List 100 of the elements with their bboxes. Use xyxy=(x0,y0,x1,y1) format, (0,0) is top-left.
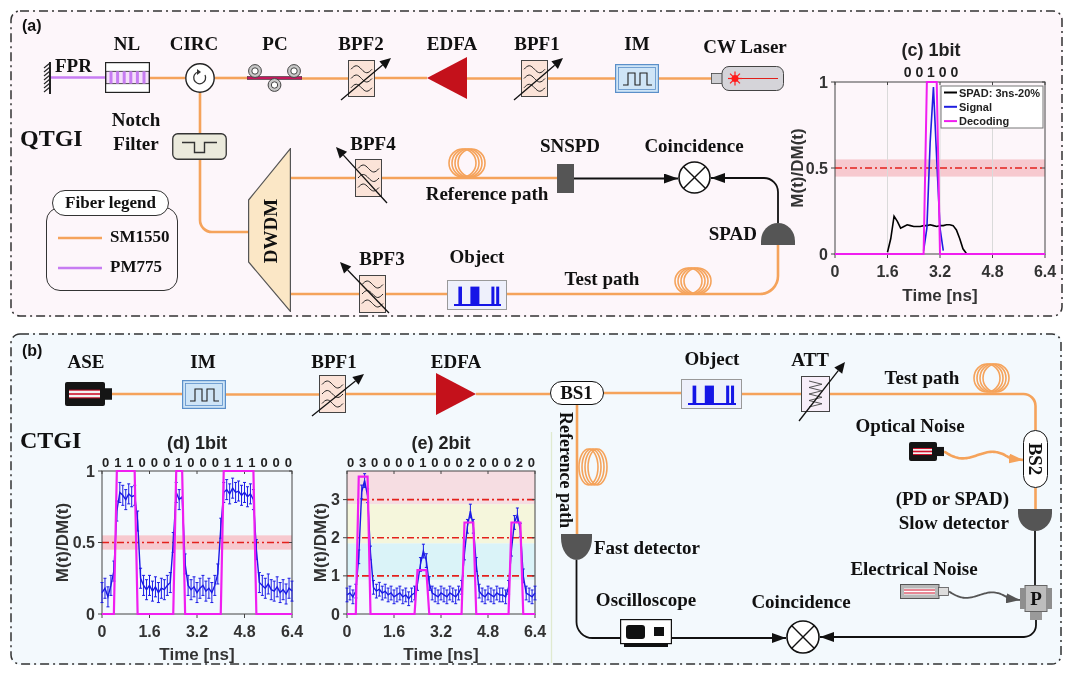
legend-label: SM1550 xyxy=(110,227,170,247)
tick-label: 1.6 xyxy=(138,623,161,640)
tick-label: 3.2 xyxy=(928,263,952,280)
component-label: EDFA xyxy=(430,351,482,373)
axis-title: Time [ns] xyxy=(159,645,235,664)
connector-line xyxy=(150,76,185,80)
component-label: Object xyxy=(684,348,740,370)
connector-line xyxy=(742,392,801,396)
tick-label: 0 xyxy=(97,623,107,640)
component-label: Electrical Noise xyxy=(850,558,978,580)
tick-label: 3 xyxy=(331,491,340,509)
tick-label: 0 xyxy=(819,245,828,263)
tick-label: 0.5 xyxy=(72,534,95,551)
component-label: ASE xyxy=(67,351,105,373)
tick-label: 4.8 xyxy=(476,623,500,640)
panel-label: (a) xyxy=(22,17,42,36)
component-label: Notch Filter xyxy=(110,108,162,157)
tick-label: 1 xyxy=(331,567,340,585)
connector-line xyxy=(830,392,1037,430)
connector-line xyxy=(302,77,348,80)
tick-label: 4.8 xyxy=(981,263,1004,280)
connector-line xyxy=(112,392,182,396)
connector-line xyxy=(346,392,436,396)
component-label: BPF2 xyxy=(338,33,384,55)
connector-line xyxy=(375,76,427,80)
component-label: P xyxy=(1030,587,1042,610)
chart-title: (c) 1bit xyxy=(901,40,961,60)
setup-title: CTGI xyxy=(20,427,82,455)
connector-line xyxy=(1034,488,1037,509)
tick-label: 1.6 xyxy=(876,263,899,280)
component-label: Object xyxy=(449,246,505,268)
connector-line xyxy=(382,176,557,180)
connector-line xyxy=(604,391,681,395)
component-label: BPF1 xyxy=(311,351,357,373)
connector-line xyxy=(291,176,355,180)
chart-title: (d) 1bit xyxy=(167,433,227,453)
tick-label: 0.5 xyxy=(805,159,828,177)
arrow xyxy=(710,173,779,224)
tick-label: 2 xyxy=(331,529,340,547)
tick-label: 6.4 xyxy=(1033,263,1057,280)
connector-line xyxy=(659,77,711,80)
tick-label: 3.2 xyxy=(185,623,209,640)
tick-label: 1.6 xyxy=(382,623,406,640)
axis-title: M(t)/DM(t) xyxy=(52,502,72,583)
axis-title: Time [ns] xyxy=(902,286,978,305)
component-label: BPF4 xyxy=(350,133,396,155)
component-label: DWDM xyxy=(260,198,280,264)
component-label: Fast detector xyxy=(594,537,701,559)
connector-line xyxy=(291,292,359,296)
component-label: SNSPD xyxy=(539,135,601,157)
component-label: ATT xyxy=(791,349,829,371)
panel xyxy=(10,10,1063,317)
connector-line xyxy=(198,160,248,234)
connector-line xyxy=(198,93,202,133)
arrow xyxy=(819,619,1037,642)
component-label: Coincidence xyxy=(751,591,851,613)
axis-title: M(t)/DM(t) xyxy=(787,128,807,208)
tick-label: 3.2 xyxy=(429,623,453,640)
tick-label: 6.4 xyxy=(280,623,304,640)
component-label: Oscilloscope xyxy=(595,589,697,611)
tick-label: 4.8 xyxy=(233,623,256,640)
tick-label: 1 xyxy=(86,462,95,480)
component-label: IM xyxy=(624,33,650,55)
component-label: BPF1 xyxy=(514,33,560,55)
wavy-arrow xyxy=(948,590,1021,604)
tick-label: 0 xyxy=(342,623,352,640)
wavy-arrow xyxy=(943,450,1024,464)
bit-sequence: 0 0 1 0 0 xyxy=(903,64,959,80)
component-label: FPR xyxy=(55,55,92,77)
component-label: BS1 xyxy=(560,381,593,404)
bit-sequence: 0 1 1 0 0 0 1 0 0 0 1 1 1 0 0 0 xyxy=(102,455,292,470)
connector-line xyxy=(51,76,105,79)
component-label: CIRC xyxy=(169,33,219,55)
component-label: SPAD xyxy=(708,223,757,245)
component-label: NL xyxy=(113,33,141,55)
bit-sequence: 0 3 0 0 0 0 1 0 0 0 2 0 0 0 2 0 xyxy=(347,455,535,470)
component-label: BS2 xyxy=(1025,442,1045,475)
setup-title: QTGI xyxy=(20,125,83,153)
tick-label: 0 xyxy=(331,605,340,623)
beam-splitter xyxy=(1023,430,1048,488)
component-label: BPF3 xyxy=(359,248,405,270)
connector-line xyxy=(226,393,319,396)
connector-line xyxy=(548,77,615,80)
component-label: EDFA xyxy=(426,33,478,55)
connector-line xyxy=(507,245,780,296)
connector-line xyxy=(575,405,579,534)
connector-line xyxy=(386,292,447,296)
legend-label: SPAD: 3ns-20% xyxy=(959,86,1041,99)
beam-splitter xyxy=(550,381,604,405)
axis-title: M(t)/DM(t) xyxy=(310,502,330,583)
component-label: (PD or SPAD) Slow detector xyxy=(894,487,1009,536)
connector-line xyxy=(215,76,247,80)
tick-label: 0 xyxy=(86,605,95,623)
legend-label: Signal xyxy=(959,100,992,113)
arrow xyxy=(671,633,787,643)
axis-title: Time [ns] xyxy=(403,645,479,664)
legend-label: PM775 xyxy=(110,257,162,277)
arrow xyxy=(573,173,679,184)
chart-title: (e) 2bit xyxy=(411,433,471,453)
legend-title: Fiber legend xyxy=(52,190,169,216)
